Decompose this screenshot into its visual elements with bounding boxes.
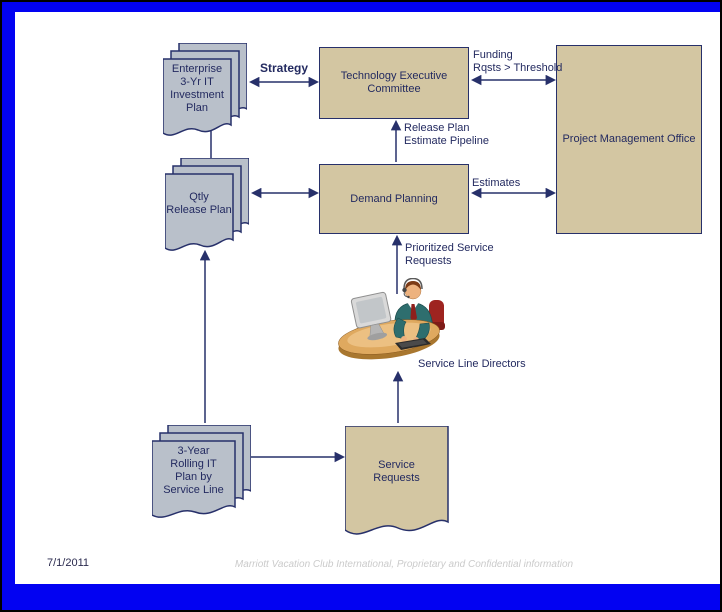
prioritized-edge-label: Prioritized Service Requests <box>405 242 494 267</box>
document-stack-icon <box>152 425 251 518</box>
service-requests-label: Service Requests <box>373 459 420 484</box>
release-pipeline-edge-label: Release Plan Estimate Pipeline <box>404 122 489 147</box>
node-enterprise-plan-stack: Enterprise 3-Yr IT Investment Plan <box>163 43 247 139</box>
node-project-management-office: Project Management Office <box>556 45 702 234</box>
estimates-edge-label: Estimates <box>472 177 521 189</box>
confidentiality-footer: Marriott Vacation Club International, Pr… <box>234 559 574 570</box>
qtly-release-plan-label: Qtly Release Plan <box>166 191 232 216</box>
document-stack-icon <box>165 158 249 251</box>
node-service-requests-doc: Service Requests <box>345 426 449 539</box>
node-technology-executive-committee: Technology Executive Committee <box>319 47 469 119</box>
frame-left-bar <box>2 2 15 610</box>
service-line-director-clipart <box>338 278 445 360</box>
node-rolling-plan-stack: 3-Year Rolling IT Plan by Service Line <box>152 425 251 521</box>
frame-top-bar <box>2 2 720 12</box>
document-stack-icon <box>163 43 247 136</box>
enterprise-plan-label: Enterprise 3-Yr IT Investment Plan <box>170 63 224 114</box>
node-demand-planning: Demand Planning <box>319 164 469 234</box>
strategy-edge-label: Strategy <box>259 61 309 75</box>
frame-bottom-bar <box>2 584 720 610</box>
funding-edge-label: Funding Rqsts > Threshold <box>473 49 563 74</box>
document-icon <box>345 426 449 535</box>
service-line-directors-label: Service Line Directors <box>418 358 526 370</box>
node-qtly-release-plan-stack: Qtly Release Plan <box>165 158 249 254</box>
rolling-plan-label: 3-Year Rolling IT Plan by Service Line <box>163 445 224 496</box>
slide-date: 7/1/2011 <box>47 557 90 569</box>
